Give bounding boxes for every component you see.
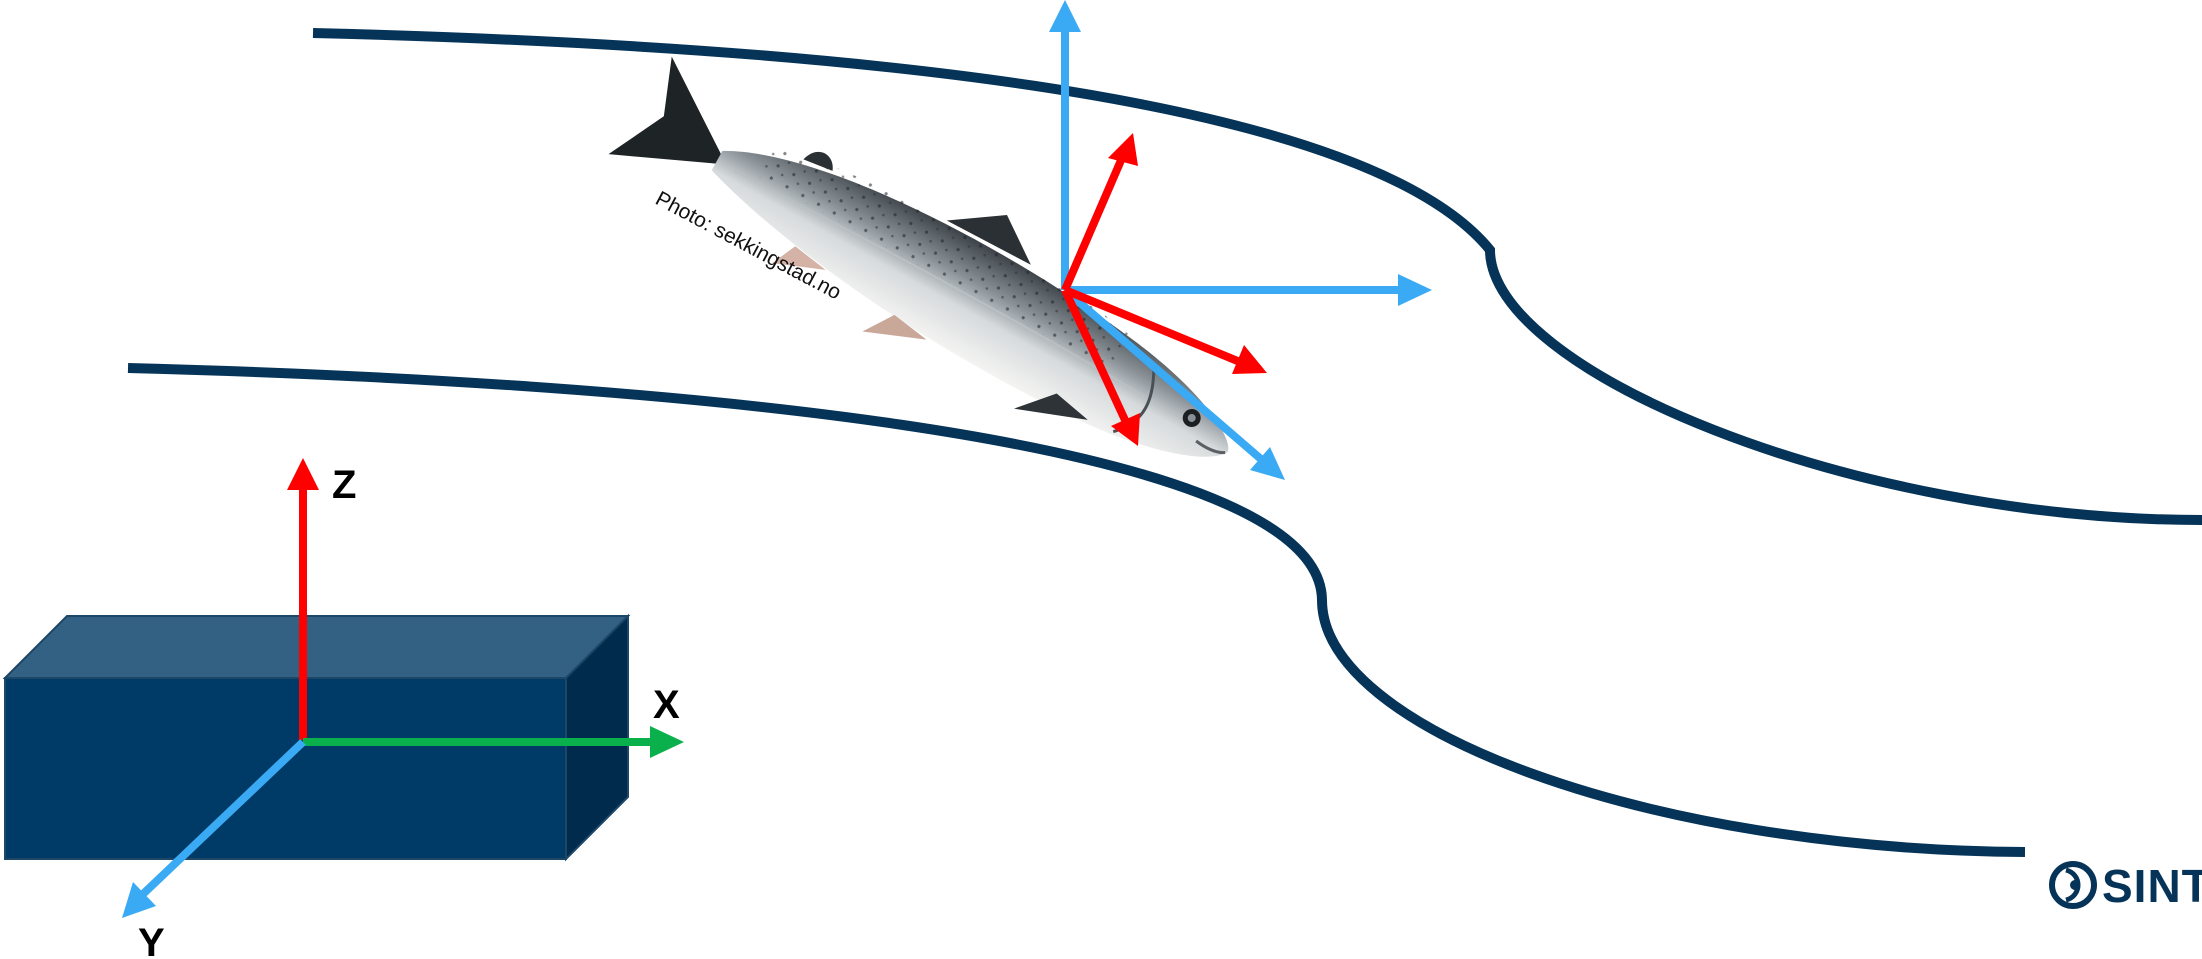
channel-wall-lower [127, 363, 2026, 857]
fish-dorsal-fin [946, 214, 1031, 265]
fish-frame-red-axes [1061, 133, 1267, 446]
fish-frame-blue-axes [1049, 0, 1432, 480]
y-axis-label: Y [138, 921, 165, 959]
box-top-face [2, 615, 631, 679]
fish-tail [608, 56, 727, 165]
sintef-logo: SINT [2049, 860, 2202, 912]
channel-wall-upper [312, 28, 2202, 525]
sintef-logo-icon [2049, 861, 2097, 909]
y-axis [139, 739, 306, 898]
box-front-face [4, 677, 567, 860]
sintef-logo-text: SINT [2102, 860, 2202, 912]
reference-box [2, 613, 631, 862]
global-axes [122, 458, 684, 918]
x-axis-label: X [653, 683, 680, 727]
z-axis-label: Z [332, 463, 356, 507]
fish-image [608, 56, 1229, 457]
